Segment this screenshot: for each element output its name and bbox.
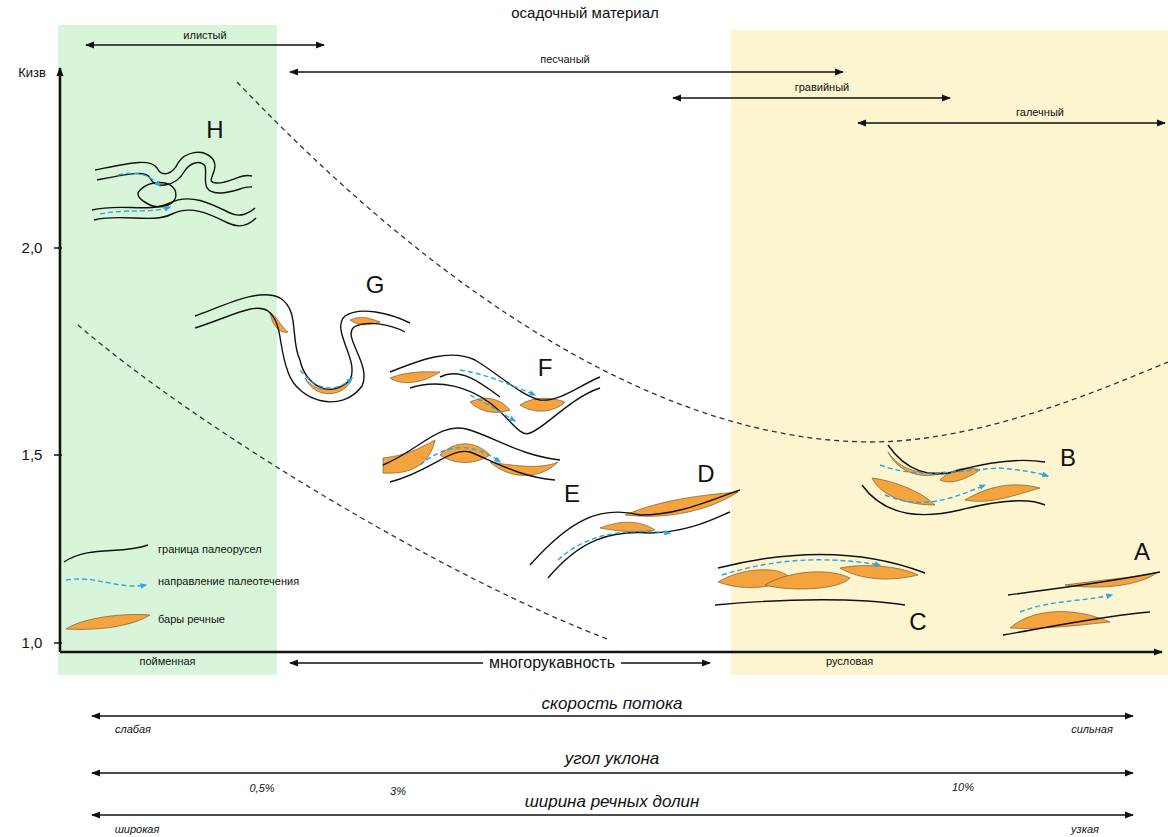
type-letter: D (697, 460, 714, 488)
paleoflow-arrows (100, 173, 1112, 612)
axis-label: широкая (115, 823, 160, 836)
axis-label: илистый (183, 29, 226, 42)
axis-label: узкая (1071, 823, 1099, 836)
type-letter: H (206, 116, 223, 144)
label-anchor: песчаный (540, 49, 589, 67)
type-letter: G (366, 271, 385, 299)
axis-label: 10% (952, 781, 974, 794)
label-anchor: 10% (952, 777, 974, 795)
axis-label: песчаный (540, 53, 589, 66)
legend-swatch (64, 609, 152, 633)
type-letter: C (909, 608, 926, 636)
axis-label: сильная (1071, 723, 1113, 736)
label-anchor: 1,5 (22, 446, 43, 464)
label-anchor: скорость потока (542, 694, 683, 714)
label-anchor: E (564, 480, 580, 508)
axis-label: 0,5% (249, 782, 274, 795)
label-anchor: 1,0 (22, 634, 43, 652)
axis-label: осадочный материал (511, 4, 659, 21)
envelope-curves (78, 82, 1168, 640)
type-letter: A (1134, 538, 1150, 566)
axis-label: 3% (390, 785, 406, 798)
label-anchor: A (1134, 538, 1150, 566)
label-anchor: узкая (1071, 819, 1099, 837)
zone-label: пойменная (139, 655, 195, 668)
label-anchor: галечный (1016, 102, 1064, 120)
label-anchor: ширина речных долин (525, 792, 700, 812)
axis-tick-label: 1,5 (22, 446, 43, 463)
label-anchor: F (538, 354, 553, 382)
label-anchor: гравийный (795, 77, 850, 95)
label-anchor: осадочный материал (511, 4, 659, 22)
range-arrows (86, 45, 1165, 815)
label-anchor: H (206, 116, 223, 144)
label-anchor: 0,5% (249, 778, 274, 796)
legend-text: граница палеорусел (158, 543, 262, 556)
river-bars (270, 312, 1158, 628)
label-anchor: илистый (183, 25, 226, 43)
legend-samples (64, 545, 148, 586)
type-letter: E (564, 480, 580, 508)
axis-label: ширина речных долин (525, 792, 700, 812)
zone-label: русловая (826, 655, 873, 668)
label-anchor: D (697, 460, 714, 488)
label-anchor: 2,0 (22, 239, 43, 257)
axis-tick-label: 1,0 (22, 634, 43, 651)
legend-text: бары речные (158, 613, 225, 626)
label-anchor: широкая (115, 819, 160, 837)
axis-label: многорукавность (483, 654, 621, 672)
channel-banks (92, 152, 1160, 635)
label-anchor: слабая (115, 719, 151, 737)
type-letter: F (538, 354, 553, 382)
axis-label: скорость потока (542, 694, 683, 714)
axes (54, 68, 1162, 652)
label-anchor: угол уклона (565, 749, 659, 769)
axis-label: слабая (115, 723, 151, 736)
axis-label: угол уклона (565, 749, 659, 769)
axis-label: Кизв (18, 66, 46, 81)
type-letter: B (1060, 444, 1076, 472)
axis-tick-label: 2,0 (22, 239, 43, 256)
legend-row: направление палеотечения (64, 571, 274, 595)
legend-row: граница палеорусел (64, 539, 274, 563)
label-anchor: многорукавность (483, 654, 621, 672)
label-anchor: G (366, 271, 385, 299)
label-anchor: сильная (1071, 719, 1113, 737)
label-anchor: C (909, 608, 926, 636)
label-anchor: 3% (390, 781, 406, 799)
axis-label: галечный (1016, 106, 1064, 119)
label-anchor: B (1060, 444, 1076, 472)
legend-text: направление палеотечения (158, 575, 299, 588)
axis-label: гравийный (795, 81, 850, 94)
legend-row: бары речные (64, 609, 274, 633)
label-anchor: Кизв (18, 63, 46, 81)
